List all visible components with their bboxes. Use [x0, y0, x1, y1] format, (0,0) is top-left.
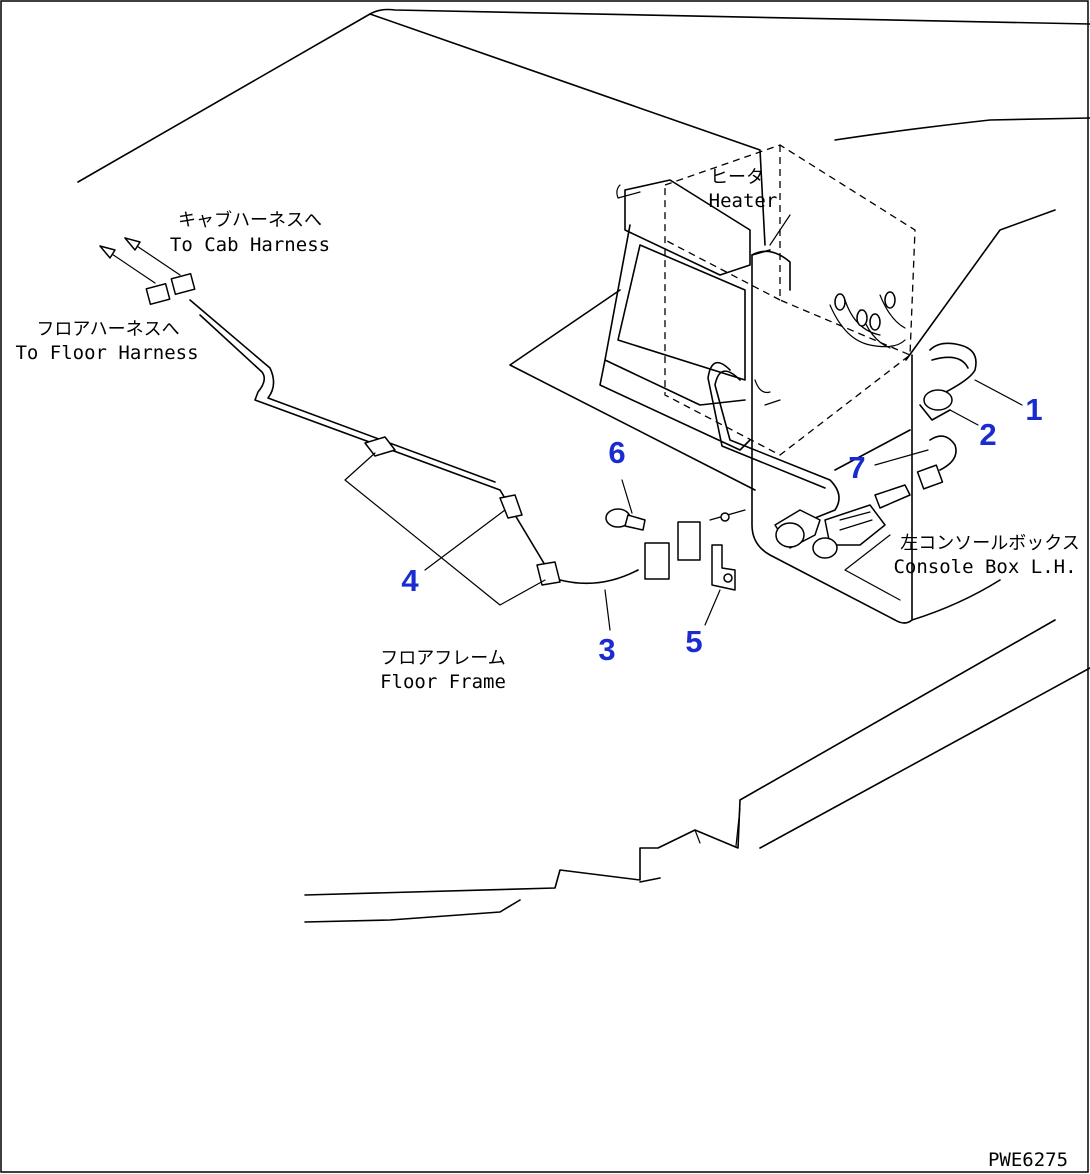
connector-bracket	[754, 379, 781, 406]
heater-label-en: Heater	[709, 190, 778, 212]
heater-wire-end	[834, 293, 846, 311]
floor-harness-label-en: To Floor Harness	[15, 342, 198, 364]
heater-face	[617, 244, 746, 381]
floor-harness-connector	[145, 282, 171, 306]
floor-arrowhead	[99, 245, 116, 259]
floor-frame-label-en: Floor Frame	[380, 671, 506, 693]
console-harness-inner	[707, 361, 826, 489]
leader-2	[949, 409, 979, 426]
switch-detail	[839, 511, 873, 531]
cab-harness-connector	[170, 272, 196, 296]
part-number-5: 5	[685, 624, 702, 659]
floor-plate-inner	[694, 807, 741, 847]
switch-knob	[812, 537, 838, 559]
console-label-jp: 左コンソールボックス	[900, 533, 1079, 554]
floor-harness-label-jp: フロアハーネスへ	[36, 319, 179, 340]
console-label-en: Console Box L.H.	[893, 556, 1076, 578]
heater-body	[599, 179, 751, 451]
part-5-hole	[723, 573, 733, 583]
drawing-code: PWE6275	[988, 1149, 1068, 1171]
floor-plate-lower	[304, 667, 1090, 923]
clip-4c	[536, 561, 561, 586]
part-2-connector	[923, 389, 953, 411]
part-number-7: 7	[848, 450, 865, 485]
connector-plug-cap	[775, 522, 805, 548]
clip-4a	[364, 436, 396, 457]
cab-front-edge	[369, 13, 766, 246]
harness-7	[834, 429, 957, 471]
heater-hidden-outline	[664, 144, 916, 456]
part-number-3: 3	[598, 632, 615, 667]
floor-plate-front	[304, 619, 1056, 896]
heater-wire-end	[884, 291, 896, 309]
floor-frame-leader	[344, 452, 546, 606]
fuse-plug	[874, 484, 911, 509]
heater-wire-end	[869, 313, 881, 331]
console-box-top	[751, 250, 791, 291]
heater-wire-end	[856, 309, 868, 327]
cab-roof-outline	[77, 8, 1090, 183]
clip-4b	[499, 494, 523, 519]
cab-harness-label-en: To Cab Harness	[170, 234, 330, 256]
part-number-2: 2	[979, 417, 996, 452]
part-number-1: 1	[1025, 392, 1042, 427]
console-harness	[714, 370, 840, 521]
small-wire-end	[720, 512, 730, 522]
heater-leader	[769, 214, 791, 246]
leader-5	[704, 589, 721, 626]
leader-6	[621, 479, 633, 514]
part-5-block	[677, 521, 701, 561]
leader-1	[974, 379, 1023, 406]
console-leader	[844, 534, 901, 601]
part-2-body	[919, 404, 951, 421]
cab-right-pillar	[834, 117, 1090, 141]
part-7-connector	[916, 464, 944, 490]
part-number-4: 4	[401, 563, 419, 598]
harness-1-inner	[931, 356, 969, 369]
part-4-leader	[424, 509, 506, 571]
heater-pipe	[616, 184, 641, 199]
cab-harness-label-jp: キャブハーネスへ	[178, 209, 322, 231]
leader-7	[874, 449, 929, 466]
part-5-bracket	[711, 544, 736, 591]
floor-harness	[199, 314, 639, 585]
floor-plate-outline	[509, 289, 756, 491]
cab-arrowhead	[124, 237, 141, 251]
part-6-bolt-shank	[624, 514, 646, 531]
floor-frame-label-jp: フロアフレーム	[380, 648, 505, 669]
part-3-connector	[644, 542, 670, 580]
harness-1	[929, 342, 977, 396]
part-number-6: 6	[608, 435, 625, 470]
leader-3	[604, 589, 611, 631]
floor-harness-inner	[189, 299, 496, 483]
heater-label-jp: ヒータ	[710, 167, 764, 188]
